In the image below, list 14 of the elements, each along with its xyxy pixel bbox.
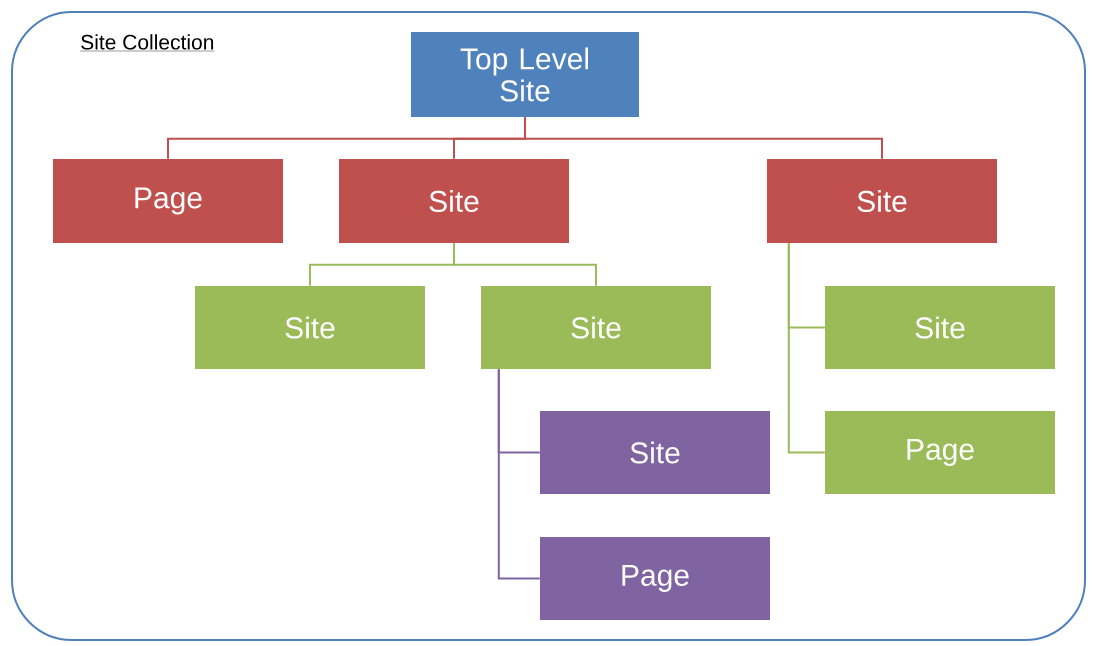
site-box: Site: [481, 286, 711, 369]
site-box: Page: [540, 537, 770, 620]
site-box: Page: [53, 159, 283, 243]
site-box: Site: [825, 286, 1055, 369]
site-box: Site: [195, 286, 425, 369]
connector-line: [453, 242, 597, 287]
site-box: Site: [540, 411, 770, 494]
connector-line: [787, 242, 826, 454]
site-box: Site: [767, 159, 997, 243]
connector-line: [524, 116, 883, 160]
connector-line: [497, 368, 541, 580]
site-box: Top Level Site: [411, 32, 639, 117]
site-box: Site: [339, 159, 569, 243]
site-box: Page: [825, 411, 1055, 494]
